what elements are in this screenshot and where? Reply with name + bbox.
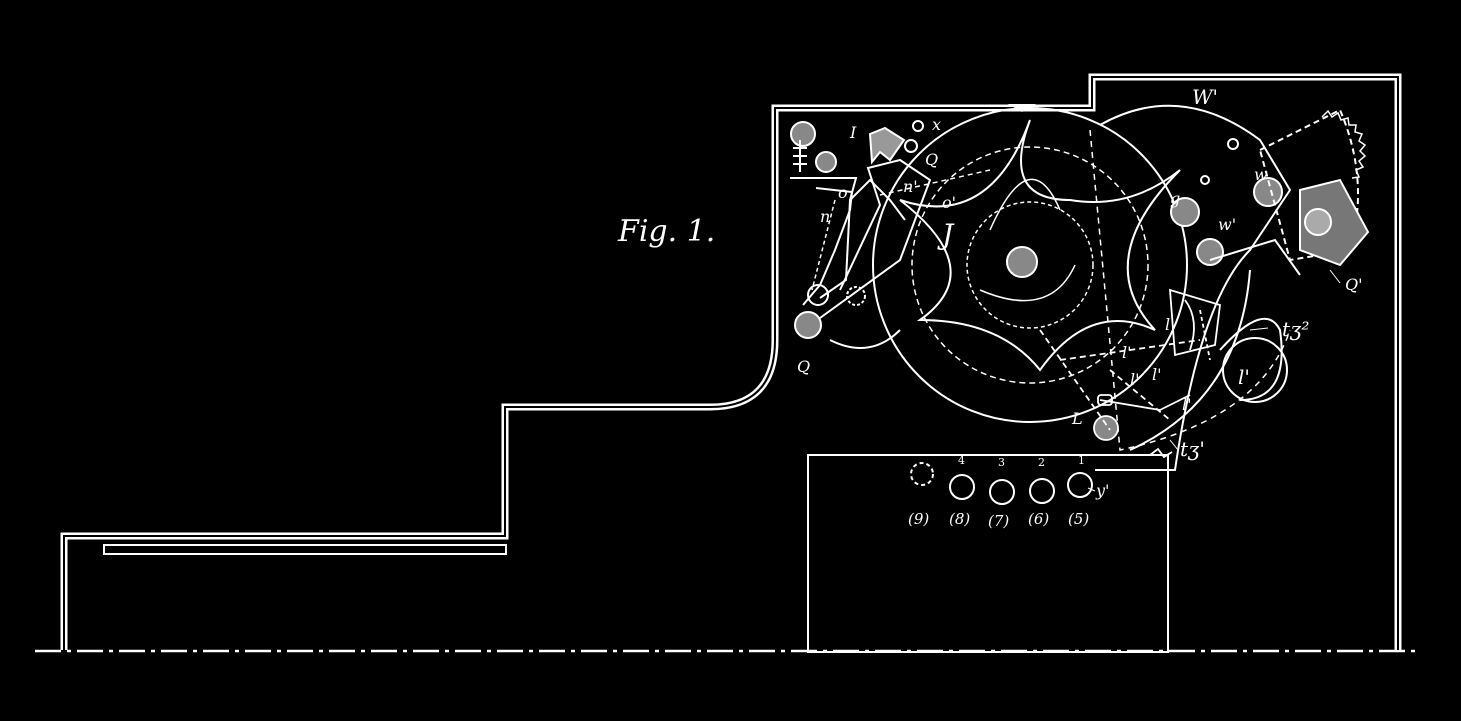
key-housing [807,454,1169,653]
label-W-prime: W' [1192,85,1218,109]
label-l-prime: l' [1130,370,1140,389]
figure-title: Fig. 1. [617,214,715,249]
key-paren-label: (7) [988,512,1009,530]
main-wheel [872,107,1188,423]
key-paren-label: (9) [908,510,929,528]
key-paren-label: (6) [1028,510,1049,528]
label-n: n [820,207,830,226]
ratchet-wheel [911,146,1149,384]
label-t-cube: tʒ² [1282,317,1309,341]
drawer-slot [103,544,507,555]
gear-sector [1209,108,1370,276]
key-hole [949,474,975,500]
key-hole [989,479,1015,505]
label-Q-bottom: Q [797,357,810,376]
key-row [910,462,1093,505]
main-wheel-assembly [872,107,1188,423]
label-y-prime: y' [1095,481,1109,500]
label-Q-prime: Q' [1345,275,1363,294]
pawl-cluster [1039,288,1221,459]
key-number: 4 [958,454,965,467]
label-J: J [937,218,955,251]
label-l-prime: l' [1165,315,1175,334]
left-lever-assembly [790,120,991,349]
label-t-prime: tʒ' [1180,437,1205,461]
key-number: 2 [1038,456,1045,469]
label-w: w [1254,165,1268,184]
label-l-prime: l' [1122,343,1132,362]
key-number: 1 [1078,454,1085,467]
wheel-hub [1006,246,1038,278]
leader-lines [1087,269,1341,492]
segment-arm [1089,104,1292,471]
inner-wheel [966,201,1094,329]
label-g: g [1170,189,1180,208]
label-o: o [838,183,848,202]
label-o-prime: o' [942,193,956,212]
label-w-prime: w' [1218,215,1236,234]
label-x: x [932,115,941,134]
label-l-prime: l' [1182,395,1192,414]
label-Q-top: Q [925,150,938,169]
label-l-prime-right: l' [1238,365,1250,389]
key-hole-dashed [910,462,934,486]
key-number: 3 [998,456,1005,469]
housing-outline [60,73,1402,650]
label-l-prime: l' [1152,365,1162,384]
label-n-prime: n' [903,177,918,196]
key-hole [1067,472,1093,498]
key-hole [1029,478,1055,504]
label-I: I [849,123,857,142]
key-paren-label: (8) [949,510,970,528]
label-L: L [1071,409,1083,428]
star-cam [899,119,1181,372]
key-paren-label: (5) [1068,510,1089,528]
